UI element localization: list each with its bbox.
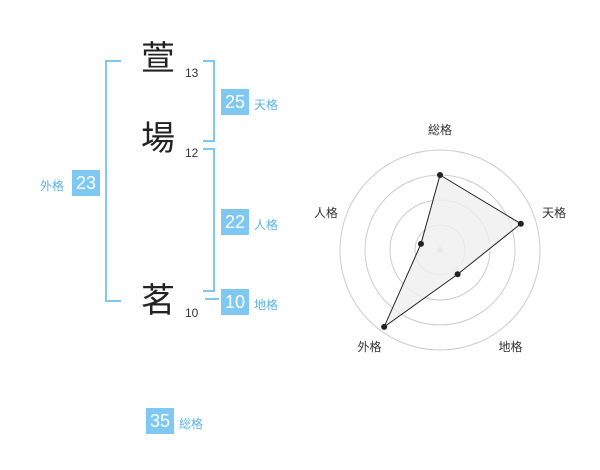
name-char-1: 萱	[141, 39, 175, 79]
radar-point-3	[454, 271, 461, 278]
chikaku-label: 地格	[254, 298, 279, 312]
gaikaku-label: 外格	[40, 179, 65, 193]
jinkaku-bracket	[203, 148, 215, 292]
radar-axis-label-3: 地格	[499, 339, 523, 354]
radar-series-area	[382, 174, 522, 329]
stroke-count-3: 10	[185, 306, 199, 320]
soukaku-badge: 35	[146, 408, 174, 434]
tenkaku-label: 天格	[254, 98, 279, 112]
radar-axis-label-5: 人格	[314, 205, 338, 220]
radar-point-1	[437, 172, 443, 178]
radar-point-2	[517, 220, 524, 227]
gaikaku-badge: 23	[72, 170, 100, 196]
radar-axis-label-4: 外格	[357, 339, 381, 354]
radar-point-4	[381, 323, 388, 330]
chikaku-connector	[205, 298, 219, 300]
soukaku-label: 総格	[179, 417, 204, 431]
jinkaku-label: 人格	[254, 218, 279, 232]
radar-point-5	[417, 240, 424, 247]
tenkaku-badge: 25	[221, 89, 249, 115]
radar-axis-label-2: 天格	[542, 205, 566, 220]
name-char-2: 場	[141, 119, 175, 159]
tenkaku-bracket	[203, 60, 215, 142]
radar-axis-label-1: 総格	[428, 122, 452, 137]
stroke-count-1: 13	[185, 66, 199, 80]
chikaku-badge: 10	[221, 289, 249, 315]
stroke-count-2: 12	[185, 146, 199, 160]
jinkaku-badge: 22	[221, 209, 249, 235]
radar-grid-ring	[339, 149, 541, 351]
gaikaku-bracket	[105, 60, 121, 302]
name-char-3: 茗	[141, 281, 175, 321]
